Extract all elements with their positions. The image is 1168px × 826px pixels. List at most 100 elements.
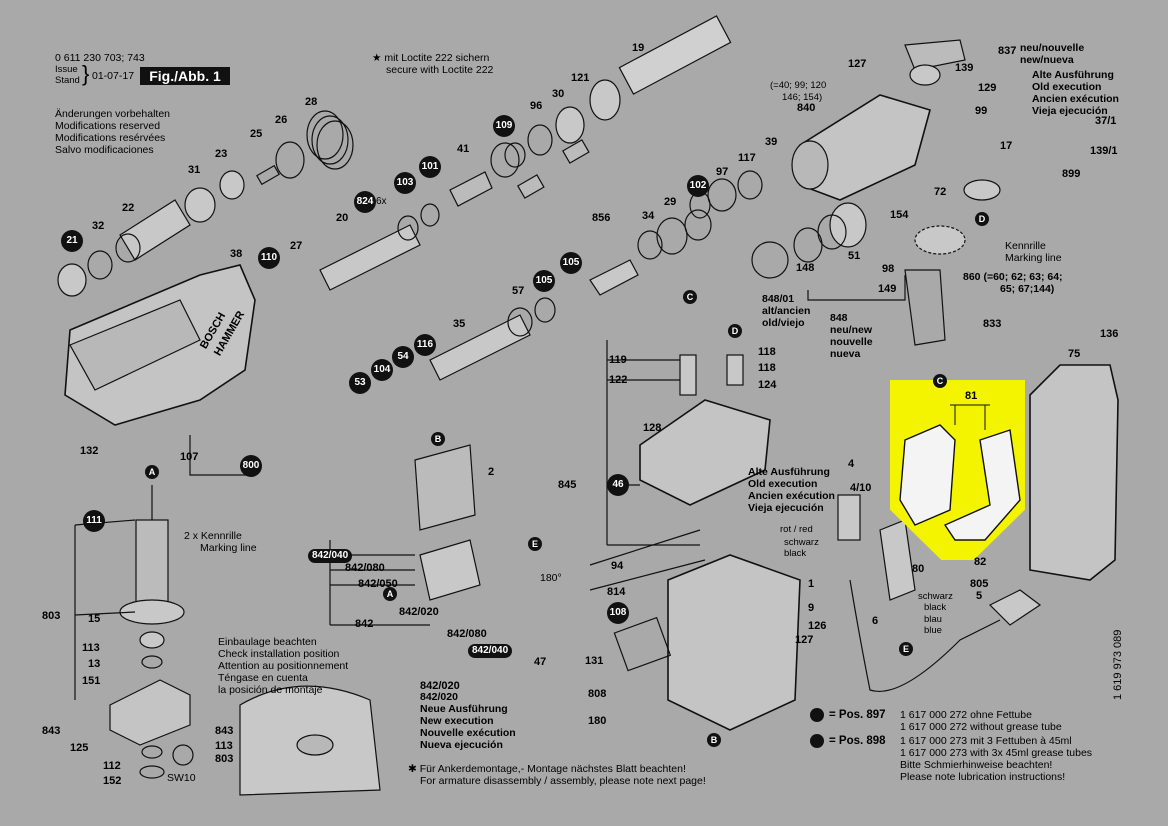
note-old-top-3: Vieja ejecución — [1032, 105, 1108, 117]
part-72: 72 — [934, 186, 947, 198]
callout-111: 111 — [83, 510, 105, 532]
part-122: 122 — [609, 374, 628, 386]
part-899: 899 — [1062, 168, 1081, 180]
marker-a-1: A — [145, 465, 159, 479]
note-changes-2: Modifications resérvées — [55, 132, 166, 144]
part-80: 80 — [912, 563, 925, 575]
note-new-exec-0: 842/020 — [420, 691, 458, 703]
note-848-old-0: 848/01 — [762, 293, 795, 305]
part-30: 30 — [552, 88, 565, 100]
part-117: 117 — [738, 152, 756, 164]
callout-46: 46 — [607, 474, 629, 496]
part-842-050: 842/050 — [358, 578, 398, 590]
pos-860-number: 860 — [963, 271, 981, 283]
part-842: 842 — [355, 618, 374, 630]
marker-b-1: B — [431, 432, 445, 446]
note-new-1: new/nueva — [1020, 54, 1074, 66]
note-848-old-2: old/viejo — [762, 317, 805, 329]
part-35: 35 — [453, 318, 466, 330]
part-126: 126 — [808, 620, 827, 632]
grease-898-line-0: 1 617 000 273 mit 3 Fettuben à 45ml — [900, 735, 1072, 747]
part-129: 129 — [978, 82, 997, 94]
part-113-b: 113 — [215, 740, 233, 752]
part-148: 148 — [796, 262, 815, 274]
part-131: 131 — [585, 655, 604, 667]
callout-21: 21 — [61, 230, 83, 252]
marker-c-1: C — [683, 290, 697, 304]
marker-d-2: D — [975, 212, 989, 226]
part-22: 22 — [122, 202, 135, 214]
note-848-new-0: 848 — [830, 312, 848, 324]
marker-c-2: C — [933, 374, 947, 388]
callout-105-b: 105 — [533, 270, 555, 292]
note-install-1: Check installation position — [218, 648, 340, 660]
note-armature-0: ✱ Für Ankerdemontage,- Montage nächstes … — [408, 763, 686, 775]
part-843-a: 843 — [42, 725, 61, 737]
lubrication-note-1: Please note lubrication instructions! — [900, 771, 1066, 783]
part-152: 152 — [103, 775, 122, 787]
note-old-top-0: Alte Ausführung — [1032, 69, 1114, 81]
callout-103: 103 — [394, 172, 416, 194]
part-107: 107 — [180, 451, 199, 463]
part-805: 805 — [970, 578, 989, 590]
part-number: 0 611 230 703; 743 — [55, 52, 145, 64]
callout-101: 101 — [419, 156, 441, 178]
note-kennrille-left-0: 2 x Kennrille — [184, 530, 242, 542]
part-139: 139 — [955, 62, 974, 74]
part-833: 833 — [983, 318, 1002, 330]
note-old-mid-2: Ancien exécution — [748, 490, 835, 502]
note-848-old-1: alt/ancien — [762, 305, 811, 317]
callout-824: 824 — [354, 191, 376, 213]
note-changes-0: Änderungen vorbehalten — [55, 108, 171, 120]
part-124: 124 — [758, 379, 777, 391]
part-814: 814 — [607, 586, 626, 598]
note-changes-3: Salvo modificaciones — [55, 144, 154, 156]
note-848-new-1: neu/new — [830, 324, 873, 336]
pos-860: 860 (=60; 62; 63; 64; — [963, 271, 1063, 283]
part-119: 119 — [609, 354, 627, 366]
issue-date: 01-07-17 — [92, 70, 135, 82]
pill-842-040-b: 842/040 — [468, 644, 513, 658]
grease-pos-898: = Pos. 898 — [829, 735, 886, 747]
note-install-0: Einbaulage beachten — [218, 636, 317, 648]
pos-860-note-0: (=60; 62; 63; 64; — [983, 271, 1063, 283]
part-842-080-b: 842/080 — [447, 628, 487, 640]
part-118-b: 118 — [758, 362, 776, 374]
part-132: 132 — [80, 445, 99, 457]
note-loctite-1: secure with Loctite 222 — [386, 64, 494, 76]
part-32: 32 — [92, 220, 105, 232]
part-51: 51 — [848, 250, 861, 262]
part-4-10: 4/10 — [850, 482, 872, 494]
note-old-top-1: Old execution — [1032, 81, 1102, 93]
part-842-020-a: 842/020 — [399, 606, 439, 618]
note-new-exec-4: Nueva ejecución — [420, 739, 503, 751]
document-number: 1 619 973 089 — [1112, 629, 1124, 700]
note-install-3: Téngase en cuenta — [218, 672, 308, 684]
grease-dot-897 — [810, 708, 824, 722]
part-127-top: 127 — [848, 58, 867, 70]
part-180: 180 — [588, 715, 607, 727]
part-112: 112 — [103, 760, 121, 772]
brace: } — [82, 61, 90, 86]
note-old-mid-1: Old execution — [748, 478, 818, 490]
part-139-1: 139/1 — [1090, 145, 1118, 157]
part-47: 47 — [534, 656, 547, 668]
note-old-mid-3: Vieja ejecución — [748, 502, 824, 514]
part-99: 99 — [975, 105, 988, 117]
part-25: 25 — [250, 128, 263, 140]
wire-black2-1: black — [924, 602, 947, 613]
note-kennrille-right-0: Kennrille — [1005, 240, 1046, 252]
callout-109: 109 — [493, 115, 515, 137]
lubrication-note-0: Bitte Schmierhinweise beachten! — [900, 759, 1053, 771]
part-121: 121 — [571, 72, 590, 84]
note-new-0: neu/nouvelle — [1020, 42, 1085, 54]
part-136: 136 — [1100, 328, 1119, 340]
note-old-top-2: Ancien exécution — [1032, 93, 1119, 105]
wire-blue-1: blue — [924, 625, 942, 636]
note-loctite-0: ★ mit Loctite 222 sichern — [372, 52, 490, 64]
part-808: 808 — [588, 688, 607, 700]
note-armature-1: For armature disassembly / assembly, ple… — [420, 775, 706, 787]
note-kennrille-right-1: Marking line — [1005, 252, 1062, 264]
part-842-020-b: 842/020 — [420, 680, 460, 692]
